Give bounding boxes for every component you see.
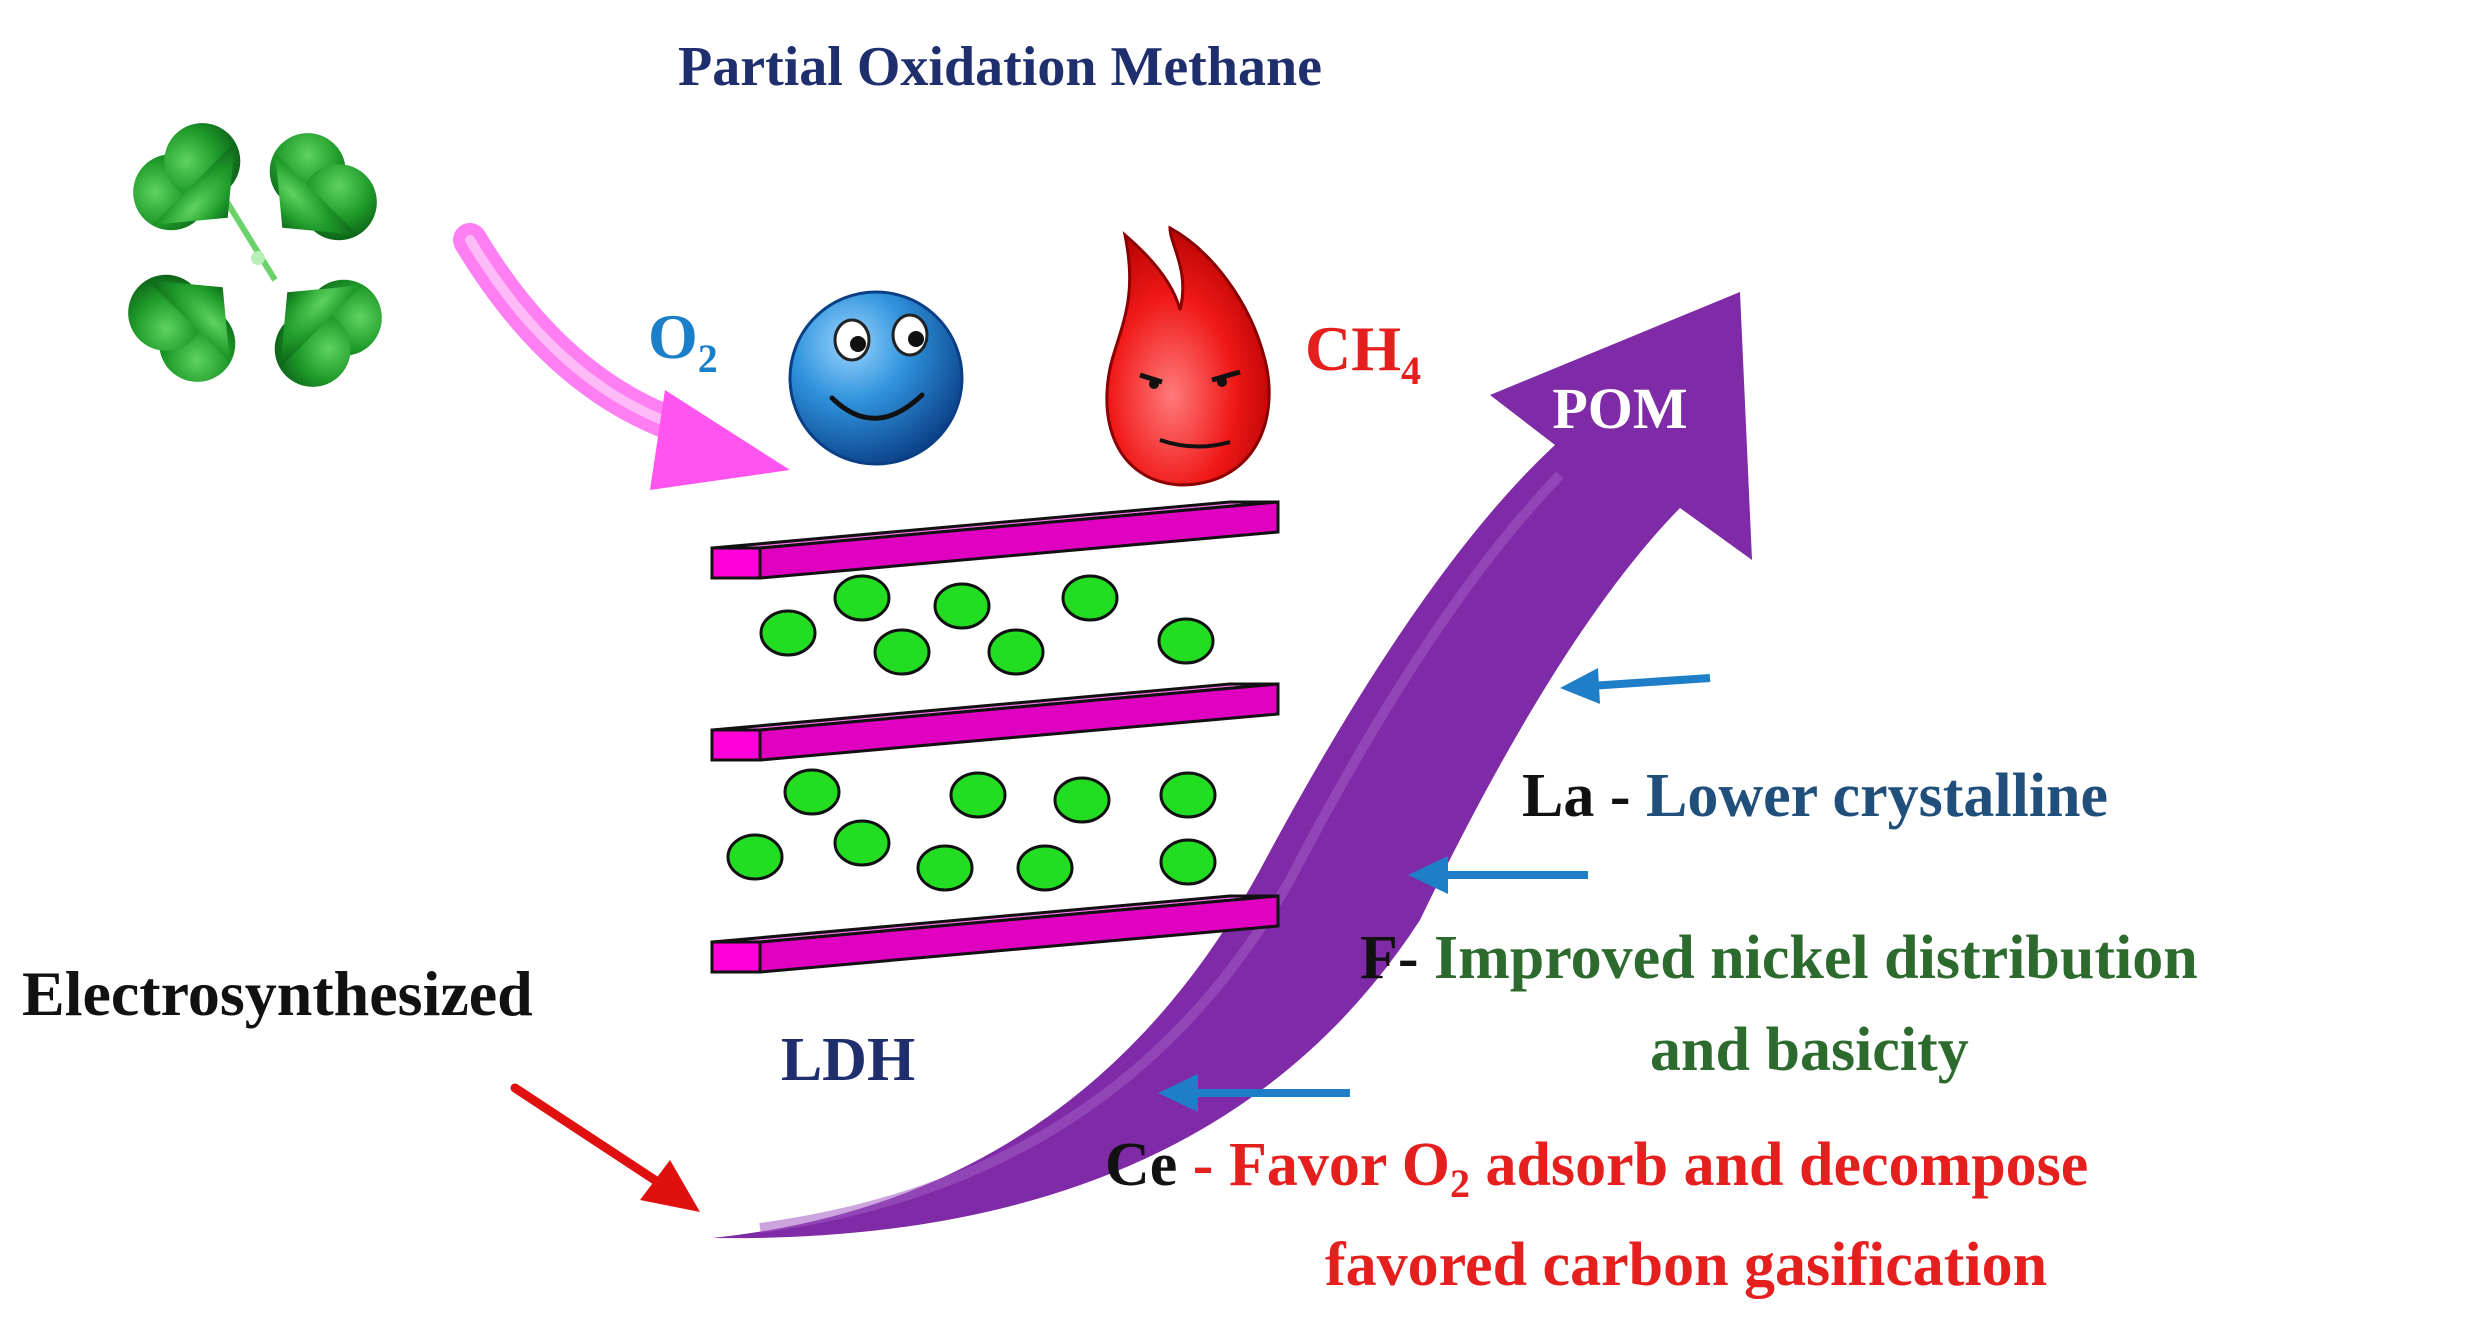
ce-element: Ce (1105, 1131, 1177, 1199)
f-effect: F- Improved nickel distribution (1360, 924, 2198, 992)
blue-arrow-icon (1560, 668, 1711, 704)
f-element: F (1360, 924, 1398, 992)
la-description: Lower crystalline (1646, 762, 2108, 830)
red-arrow-icon (510, 1083, 700, 1212)
la-separator: - (1594, 762, 1646, 830)
title: Partial Oxidation Methane (678, 36, 1322, 98)
clover-icon (128, 123, 382, 387)
pom-label: POM (1552, 376, 1687, 441)
particles-lower (726, 768, 1217, 892)
blue-arrow-icon (1158, 1074, 1350, 1112)
la-effect: La - Lower crystalline (1522, 762, 2108, 830)
ldh-layer (710, 894, 1280, 974)
pink-arrow-icon (453, 223, 790, 490)
f-description-line2: and basicity (1650, 1016, 1969, 1084)
ce-description-pre: Favor O (1229, 1131, 1450, 1199)
ce-description-line2: favored carbon gasification (1325, 1231, 2047, 1299)
ch4-label: CH4 (1305, 313, 1421, 393)
blue-arrow-icon (1408, 856, 1588, 894)
o2-label-base: O (648, 301, 698, 372)
electrosynthesized-label: Electrosynthesized (22, 958, 533, 1029)
particles-upper (759, 574, 1215, 676)
f-description-line1: Improved nickel distribution (1434, 924, 2198, 992)
f-separator: - (1398, 924, 1434, 992)
ce-effect: Ce - Favor O2 adsorb and decompose (1105, 1131, 2088, 1206)
ch4-label-sub: 4 (1401, 348, 1421, 393)
ldh-layer (710, 682, 1280, 762)
ldh-structure (710, 500, 1280, 974)
o2-label-sub: 2 (698, 336, 718, 381)
methane-flame-icon (1105, 225, 1271, 487)
ce-description-post: adsorb and decompose (1470, 1131, 2088, 1199)
ce-separator: - (1177, 1131, 1229, 1199)
ldh-layer (710, 500, 1280, 580)
ldh-label: LDH (781, 1026, 915, 1094)
ce-description-sub: 2 (1450, 1161, 1470, 1206)
ch4-label-base: CH (1305, 313, 1401, 384)
oxygen-smiley-icon (788, 290, 964, 466)
o2-label: O2 (648, 301, 718, 381)
la-element: La (1522, 762, 1594, 830)
